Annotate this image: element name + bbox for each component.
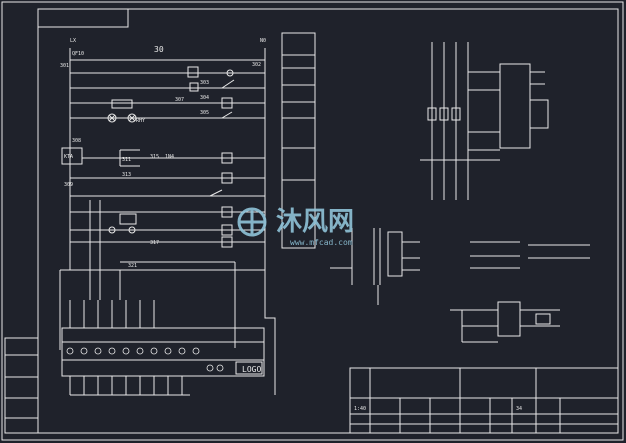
label-315: 315	[150, 154, 159, 160]
label-317: 317	[150, 240, 159, 246]
label-301: 301	[60, 63, 69, 69]
label-n: N0	[260, 38, 266, 44]
power-circuit	[420, 42, 549, 200]
label-313: 313	[122, 172, 131, 178]
label-321: 321	[128, 263, 137, 269]
watermark-url: www.mfcad.com	[290, 238, 353, 247]
label-311: 311	[122, 157, 131, 163]
label-relay: KTA	[64, 154, 73, 160]
side-description-boxes	[281, 32, 316, 249]
label-305: 305	[200, 110, 209, 116]
label-303: 303	[200, 80, 209, 86]
node-labels: LX QF10 301 30 N0 302 303 304 305 307 30…	[60, 38, 266, 269]
label-307: 307	[175, 97, 184, 103]
sheet-value: 34	[516, 406, 522, 412]
watermark: 沐风网 www.mfcad.com	[237, 207, 354, 247]
label-302: 302	[252, 62, 261, 68]
logo-label: LOGO	[242, 365, 261, 374]
main-control-circuit	[59, 48, 276, 395]
label-lamp: RHY	[136, 118, 145, 124]
label-309: 309	[64, 182, 73, 188]
label-lx: LX	[70, 38, 76, 44]
title-block-text: 1:40 34	[354, 406, 522, 412]
title-block	[349, 367, 619, 434]
scale-value: 1:40	[354, 406, 366, 412]
left-margin-table	[4, 337, 39, 434]
logo-plc-block	[61, 300, 265, 396]
label-308: 308	[72, 138, 81, 144]
watermark-logo-icon	[237, 207, 267, 237]
auxiliary-circuits	[330, 228, 590, 343]
label-diode: 1N4	[165, 154, 174, 160]
label-304: 304	[200, 95, 209, 101]
label-fuse: QF10	[72, 51, 84, 57]
logo-terminals	[66, 347, 224, 372]
watermark-brand: 沐风网	[276, 207, 354, 237]
label-30: 30	[154, 45, 164, 54]
